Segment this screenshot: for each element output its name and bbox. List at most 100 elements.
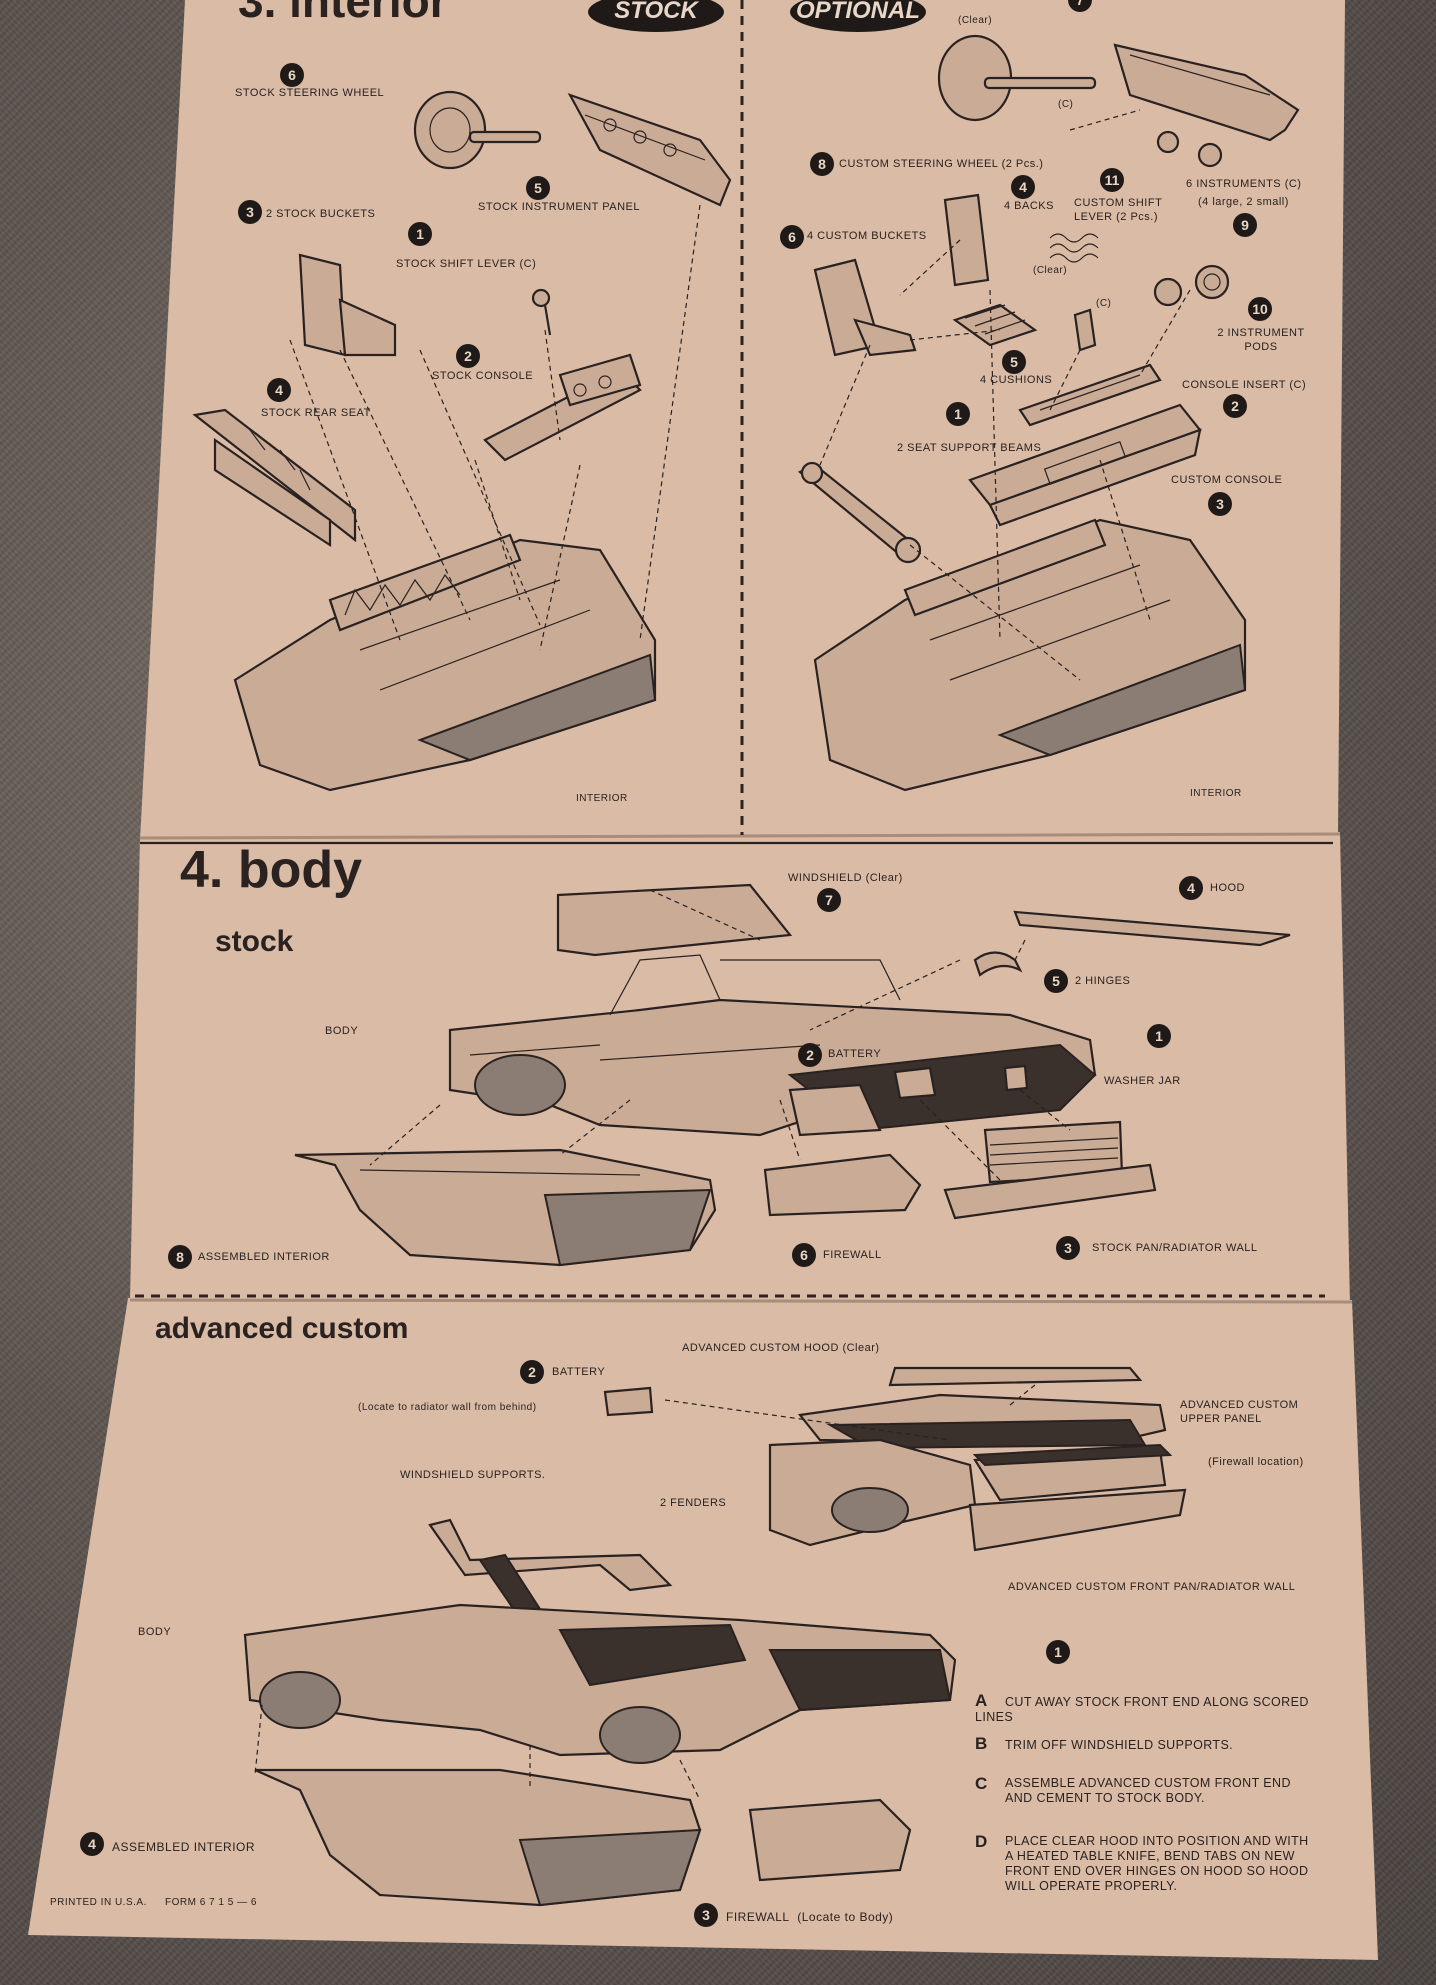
- stock-rear-seat-drawing: [192, 408, 357, 548]
- cushions-number: 5: [1002, 350, 1026, 374]
- fenders-label: 2 FENDERS: [660, 1497, 727, 1509]
- custom-shift-lever-number: 11: [1100, 168, 1124, 192]
- stock-badge: STOCK: [588, 0, 724, 32]
- firewall-drawing: [763, 1153, 922, 1217]
- stock-pan-number: 3: [1056, 1236, 1080, 1260]
- washer-jar-drawing: [1003, 1064, 1029, 1092]
- hood-number: 4: [1179, 876, 1203, 900]
- seat-support-beams-drawing: [797, 461, 922, 564]
- custom-steering-wheel-number: 8: [810, 152, 834, 176]
- stock-rear-seat-number: 4: [267, 378, 291, 402]
- custom-steering-wheel-drawing: [937, 34, 1097, 122]
- stock-steering-wheel-label: STOCK STEERING WHEEL: [235, 87, 385, 99]
- advanced-upper-panel-label: ADVANCED CUSTOM UPPER PANEL: [1180, 1399, 1299, 1425]
- advanced-firewall-label: FIREWALL (Locate to Body): [726, 1910, 894, 1924]
- stock-rear-seat-label: STOCK REAR SEAT: [261, 407, 371, 419]
- firewall-label: FIREWALL: [823, 1249, 882, 1261]
- custom-shift-c-label: (C): [1096, 298, 1112, 309]
- advanced-battery-drawing: [603, 1386, 654, 1417]
- assembled-interior-label: ASSEMBLED INTERIOR: [198, 1251, 330, 1263]
- console-insert-number: 2: [1223, 394, 1247, 418]
- cushions-label: 4 CUSHIONS: [980, 374, 1053, 386]
- advanced-firewall-number: 3: [694, 1903, 718, 1927]
- instruments-sub-label: (4 large, 2 small): [1198, 196, 1289, 208]
- stock-steering-wheel-drawing: [413, 90, 542, 170]
- hinges-label: 2 HINGES: [1075, 975, 1131, 987]
- advanced-body-label: BODY: [138, 1626, 172, 1638]
- instrument-pods-number: 10: [1248, 297, 1272, 321]
- assembled-interior-drawing: [294, 1148, 717, 1267]
- advanced-assembled-interior-number: 4: [80, 1832, 104, 1856]
- stock-shift-lever-label: STOCK SHIFT LEVER (C): [396, 258, 537, 270]
- optional-clear-label-top: (Clear): [958, 15, 993, 26]
- optional-interior-label: INTERIOR: [1190, 788, 1242, 799]
- stock-console-label: STOCK CONSOLE: [432, 370, 534, 382]
- custom-buckets-number: 6: [780, 225, 804, 249]
- hood-label: HOOD: [1210, 882, 1245, 894]
- instruments-label: 6 INSTRUMENTS (C): [1186, 178, 1302, 190]
- custom-console-number: 3: [1208, 492, 1232, 516]
- body-section-title: 4. body: [180, 841, 363, 899]
- stock-body-label: BODY: [325, 1025, 359, 1037]
- stock-interior-tub-drawing: [233, 533, 657, 792]
- form-number: FORM 6 7 1 5 — 6: [165, 1897, 257, 1908]
- battery-drawing: [893, 1066, 937, 1100]
- stock-console-drawing: [483, 353, 642, 462]
- hood-drawing: [1013, 910, 1291, 947]
- advanced-assembled-interior-label: ASSEMBLED INTERIOR: [112, 1840, 256, 1854]
- stock-buckets-number: 3: [238, 200, 262, 224]
- windshield-drawing: [556, 883, 793, 957]
- custom-shift-lever-label: CUSTOM SHIFT LEVER (2 Pcs.): [1074, 197, 1163, 223]
- console-insert-label: CONSOLE INSERT (C): [1182, 379, 1307, 391]
- stock-shift-lever-drawing: [531, 288, 552, 336]
- support-beams-label: 2 SEAT SUPPORT BEAMS: [897, 442, 1042, 454]
- printed-in-usa: PRINTED IN U.S.A.: [50, 1897, 147, 1908]
- radiator-grille-drawing: [943, 1120, 1157, 1220]
- hinges-number: 5: [1044, 969, 1068, 993]
- custom-console-label: CUSTOM CONSOLE: [1171, 474, 1283, 486]
- stock-buckets-label: 2 STOCK BUCKETS: [266, 208, 376, 220]
- windshield-label: WINDSHIELD (Clear): [788, 872, 903, 884]
- custom-buckets-label: 4 CUSTOM BUCKETS: [807, 230, 927, 242]
- console-insert-drawing: [1018, 363, 1162, 427]
- front-pan-label: ADVANCED CUSTOM FRONT PAN/RADIATOR WALL: [1008, 1581, 1296, 1593]
- battery-label: BATTERY: [828, 1048, 882, 1060]
- body-step-number: 1: [1147, 1024, 1171, 1048]
- battery-number: 2: [798, 1043, 822, 1067]
- instrument-pods-label: 2 INSTRUMENT PODS: [1217, 327, 1305, 353]
- stock-instrument-panel-label: STOCK INSTRUMENT PANEL: [478, 201, 640, 213]
- backs-label: 4 BACKS: [1004, 200, 1054, 212]
- advanced-battery-note: (Locate to radiator wall from behind): [358, 1402, 537, 1413]
- hinge-drawing: [973, 951, 1023, 977]
- front-pan-drawing: [968, 1443, 1187, 1552]
- stock-interior-label: INTERIOR: [576, 793, 628, 804]
- stock-instrument-panel-drawing: [567, 93, 732, 207]
- custom-instrument-panel-number: 7: [1068, 0, 1092, 12]
- optional-interior-tub-drawing: [813, 518, 1247, 792]
- instrument-pod-drawing: [1153, 264, 1230, 307]
- custom-bucket-drawing: [813, 193, 990, 357]
- stock-shift-lever-number: 1: [408, 222, 432, 246]
- advanced-assembled-interior-drawing: [254, 1768, 702, 1907]
- cushion-drawing: [952, 303, 1038, 347]
- advanced-custom-hood-label: ADVANCED CUSTOM HOOD (Clear): [682, 1342, 880, 1354]
- stock-subtitle: stock: [215, 925, 294, 958]
- advanced-custom-title: advanced custom: [155, 1312, 409, 1345]
- advanced-body-drawing: [243, 1603, 957, 1764]
- optional-badge: OPTIONAL: [790, 0, 926, 32]
- number-9: 9: [1233, 213, 1257, 237]
- stock-bucket-drawing: [298, 253, 397, 357]
- custom-console-drawing: [968, 403, 1202, 527]
- advanced-custom-hood-drawing: [888, 1366, 1143, 1387]
- stock-instrument-panel-number: 5: [526, 176, 550, 200]
- advanced-battery-number: 2: [520, 1360, 544, 1384]
- washer-jar-label: WASHER JAR: [1104, 1075, 1181, 1087]
- stock-pan-label: STOCK PAN/RADIATOR WALL: [1092, 1242, 1258, 1254]
- optional-clear-label-mid: (Clear): [1033, 265, 1068, 276]
- fenders-drawing: [768, 1438, 977, 1547]
